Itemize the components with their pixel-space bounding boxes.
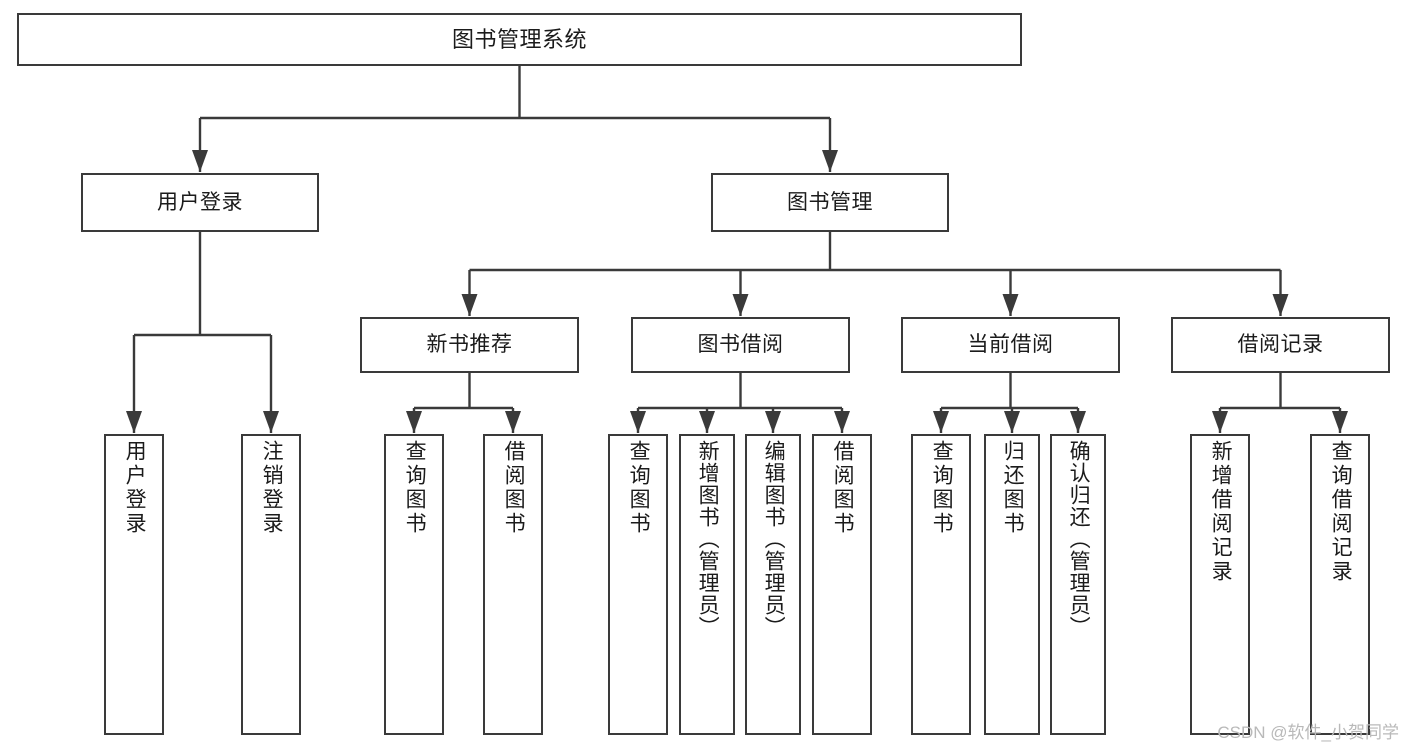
node-new-book-recommend-label: 新书推荐: [426, 333, 513, 357]
node-borrow-record[interactable]: 借阅记录: [1171, 317, 1390, 373]
node-user-login-label: 用户登录: [157, 190, 243, 214]
leaf-add-borrow-record[interactable]: 新增借阅记录: [1190, 434, 1250, 735]
node-book-borrow-label: 图书借阅: [697, 333, 784, 357]
leaf-confirm-return[interactable]: 确认归还（管理员）: [1050, 434, 1106, 735]
leaf-query-book-borrow-label: 查询图书: [627, 440, 651, 536]
leaf-return-book-label: 归还图书: [1001, 440, 1025, 536]
node-borrow-record-label: 借阅记录: [1237, 333, 1324, 357]
node-root[interactable]: 图书管理系统: [17, 13, 1022, 66]
leaf-add-book[interactable]: 新增图书（管理员）: [679, 434, 735, 735]
leaf-add-book-label: 新增图书（管理员）: [696, 440, 720, 638]
node-book-manage-label: 图书管理: [787, 190, 873, 214]
leaf-confirm-return-label: 确认归还（管理员）: [1067, 440, 1091, 638]
leaf-add-borrow-record-label: 新增借阅记录: [1209, 440, 1233, 584]
leaf-borrow-book-recommend-label: 借阅图书: [502, 440, 526, 536]
leaf-borrow-book-recommend[interactable]: 借阅图书: [483, 434, 543, 735]
node-current-borrow-label: 当前借阅: [967, 333, 1054, 357]
leaf-edit-book[interactable]: 编辑图书（管理员）: [745, 434, 801, 735]
node-user-login[interactable]: 用户登录: [81, 173, 319, 232]
node-current-borrow[interactable]: 当前借阅: [901, 317, 1120, 373]
leaf-query-book-recommend-label: 查询图书: [403, 440, 427, 536]
leaf-edit-book-label: 编辑图书（管理员）: [762, 440, 786, 638]
leaf-query-book-current-label: 查询图书: [930, 440, 954, 536]
node-root-label: 图书管理系统: [451, 26, 587, 52]
leaf-user-logout[interactable]: 注销登录: [241, 434, 301, 735]
leaf-user-login[interactable]: 用户登录: [104, 434, 164, 735]
leaf-user-logout-label: 注销登录: [260, 440, 284, 536]
leaf-borrow-book[interactable]: 借阅图书: [812, 434, 872, 735]
node-book-manage[interactable]: 图书管理: [711, 173, 949, 232]
leaf-query-book-recommend[interactable]: 查询图书: [384, 434, 444, 735]
leaf-query-borrow-record-label: 查询借阅记录: [1329, 440, 1353, 584]
leaf-borrow-book-label: 借阅图书: [831, 440, 855, 536]
node-new-book-recommend[interactable]: 新书推荐: [360, 317, 579, 373]
leaf-query-borrow-record[interactable]: 查询借阅记录: [1310, 434, 1370, 735]
leaf-query-book-current[interactable]: 查询图书: [911, 434, 971, 735]
watermark: CSDN @软件_小贺同学: [1217, 723, 1399, 742]
leaf-query-book-borrow[interactable]: 查询图书: [608, 434, 668, 735]
node-book-borrow[interactable]: 图书借阅: [631, 317, 850, 373]
leaf-return-book[interactable]: 归还图书: [984, 434, 1040, 735]
leaf-user-login-label: 用户登录: [123, 440, 147, 536]
